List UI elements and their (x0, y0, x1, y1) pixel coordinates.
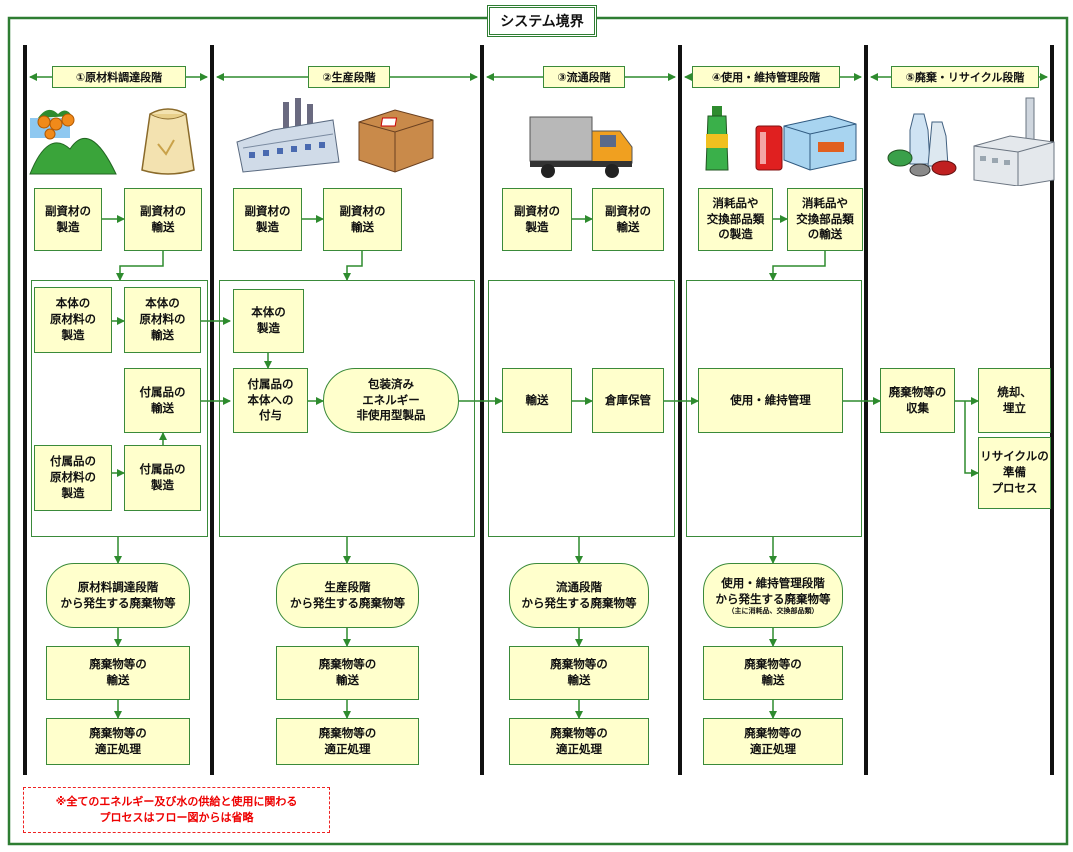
stage3-transport: 輸送 (502, 368, 572, 433)
stage2-subsidiary-material-transport: 副資材の 輸送 (323, 188, 402, 251)
omission-note: ※全てのエネルギー及び水の供給と使用に関わる プロセスはフロー図からは省略 (23, 787, 330, 833)
stage1-accessory-manufacturing: 付属品の 製造 (124, 445, 201, 511)
stage2-packaged-product: 包装済み エネルギー 非使用型製品 (323, 368, 459, 433)
drink-bottles-and-can-icon (705, 106, 783, 171)
stage1-waste-generated: 原材料調達段階 から発生する廃棄物等 (46, 563, 190, 628)
stage1-subsidiary-material-manufacturing: 副資材の 製造 (34, 188, 102, 251)
stage4-waste-treatment: 廃棄物等の 適正処理 (703, 718, 843, 765)
stage5-incineration-landfill: 焼却、 埋立 (978, 368, 1051, 433)
stage2-waste-generated: 生産段階 から発生する廃棄物等 (276, 563, 419, 628)
stage5-recycling-preparation: リサイクルの 準備 プロセス (978, 437, 1051, 509)
flour-sack-icon (141, 108, 195, 175)
stage4-use-and-maintenance: 使用・維持管理 (698, 368, 843, 433)
stage2-attach-accessory-to-body: 付属品の 本体への 付与 (233, 368, 308, 433)
stage-header-disposal-recycling: ⑤廃棄・リサイクル段階 (891, 66, 1039, 88)
stage1-body-raw-material-manufacturing: 本体の 原材料の 製造 (34, 287, 112, 353)
stage1-subsidiary-material-transport: 副資材の 輸送 (124, 188, 202, 251)
stage1-waste-transport: 廃棄物等の 輸送 (46, 646, 190, 700)
delivery-truck-icon (529, 116, 633, 178)
stage-header-use-maintenance: ④使用・維持管理段階 (692, 66, 840, 88)
waste-bottles-and-cans-icon (887, 113, 957, 177)
stage3-main-group (488, 280, 675, 537)
stage1-main-group (31, 280, 208, 537)
stage2-waste-transport: 廃棄物等の 輸送 (276, 646, 419, 700)
stage1-body-raw-material-transport: 本体の 原材料の 輸送 (124, 287, 201, 353)
stage-header-raw-material: ①原材料調達段階 (52, 66, 186, 88)
stage3-waste-treatment: 廃棄物等の 適正処理 (509, 718, 649, 765)
stage4-waste-subnote: （主に消耗品、交換部品類） (727, 606, 819, 615)
stage4-waste-generated-label: 使用・維持管理段階 から発生する廃棄物等 (715, 575, 831, 606)
stage2-main-group (219, 280, 475, 537)
stage5-waste-collection: 廃棄物等の 収集 (880, 368, 955, 433)
stage2-body-manufacturing: 本体の 製造 (233, 289, 304, 353)
stage2-subsidiary-material-manufacturing: 副資材の 製造 (233, 188, 302, 251)
stage4-main-group (686, 280, 862, 537)
stage1-accessory-transport: 付属品の 輸送 (124, 368, 201, 433)
stage-header-distribution: ③流通段階 (543, 66, 625, 88)
stage4-waste-transport: 廃棄物等の 輸送 (703, 646, 843, 700)
stage4-waste-generated: 使用・維持管理段階 から発生する廃棄物等 （主に消耗品、交換部品類） (703, 563, 843, 628)
cardboard-box-icon (358, 109, 434, 173)
stage4-consumables-manufacturing: 消耗品や 交換部品類 の製造 (698, 188, 773, 251)
system-boundary-title: システム境界 (487, 5, 597, 37)
stage1-accessory-raw-material-manufacturing: 付属品の 原材料の 製造 (34, 445, 112, 511)
omission-note-line1: ※全てのエネルギー及び水の供給と使用に関わる (55, 795, 298, 809)
stage4-consumables-transport: 消耗品や 交換部品類 の輸送 (787, 188, 863, 251)
stage1-waste-treatment: 廃棄物等の 適正処理 (46, 718, 190, 765)
stage2-waste-treatment: 廃棄物等の 適正処理 (276, 718, 419, 765)
incineration-plant-icon (973, 97, 1055, 186)
stage3-waste-generated: 流通段階 から発生する廃棄物等 (509, 563, 649, 628)
stage-header-production: ②生産段階 (308, 66, 390, 88)
fruit-and-hills-icon (29, 109, 117, 175)
stage3-waste-transport: 廃棄物等の 輸送 (509, 646, 649, 700)
factory-icon (236, 98, 340, 173)
stage3-subsidiary-material-manufacturing: 副資材の 製造 (502, 188, 572, 251)
omission-note-line2: プロセスはフロー図からは省略 (99, 811, 254, 824)
cooler-box-icon (783, 115, 857, 171)
stage3-subsidiary-material-transport: 副資材の 輸送 (592, 188, 664, 251)
stage3-warehouse-storage: 倉庫保管 (592, 368, 664, 433)
